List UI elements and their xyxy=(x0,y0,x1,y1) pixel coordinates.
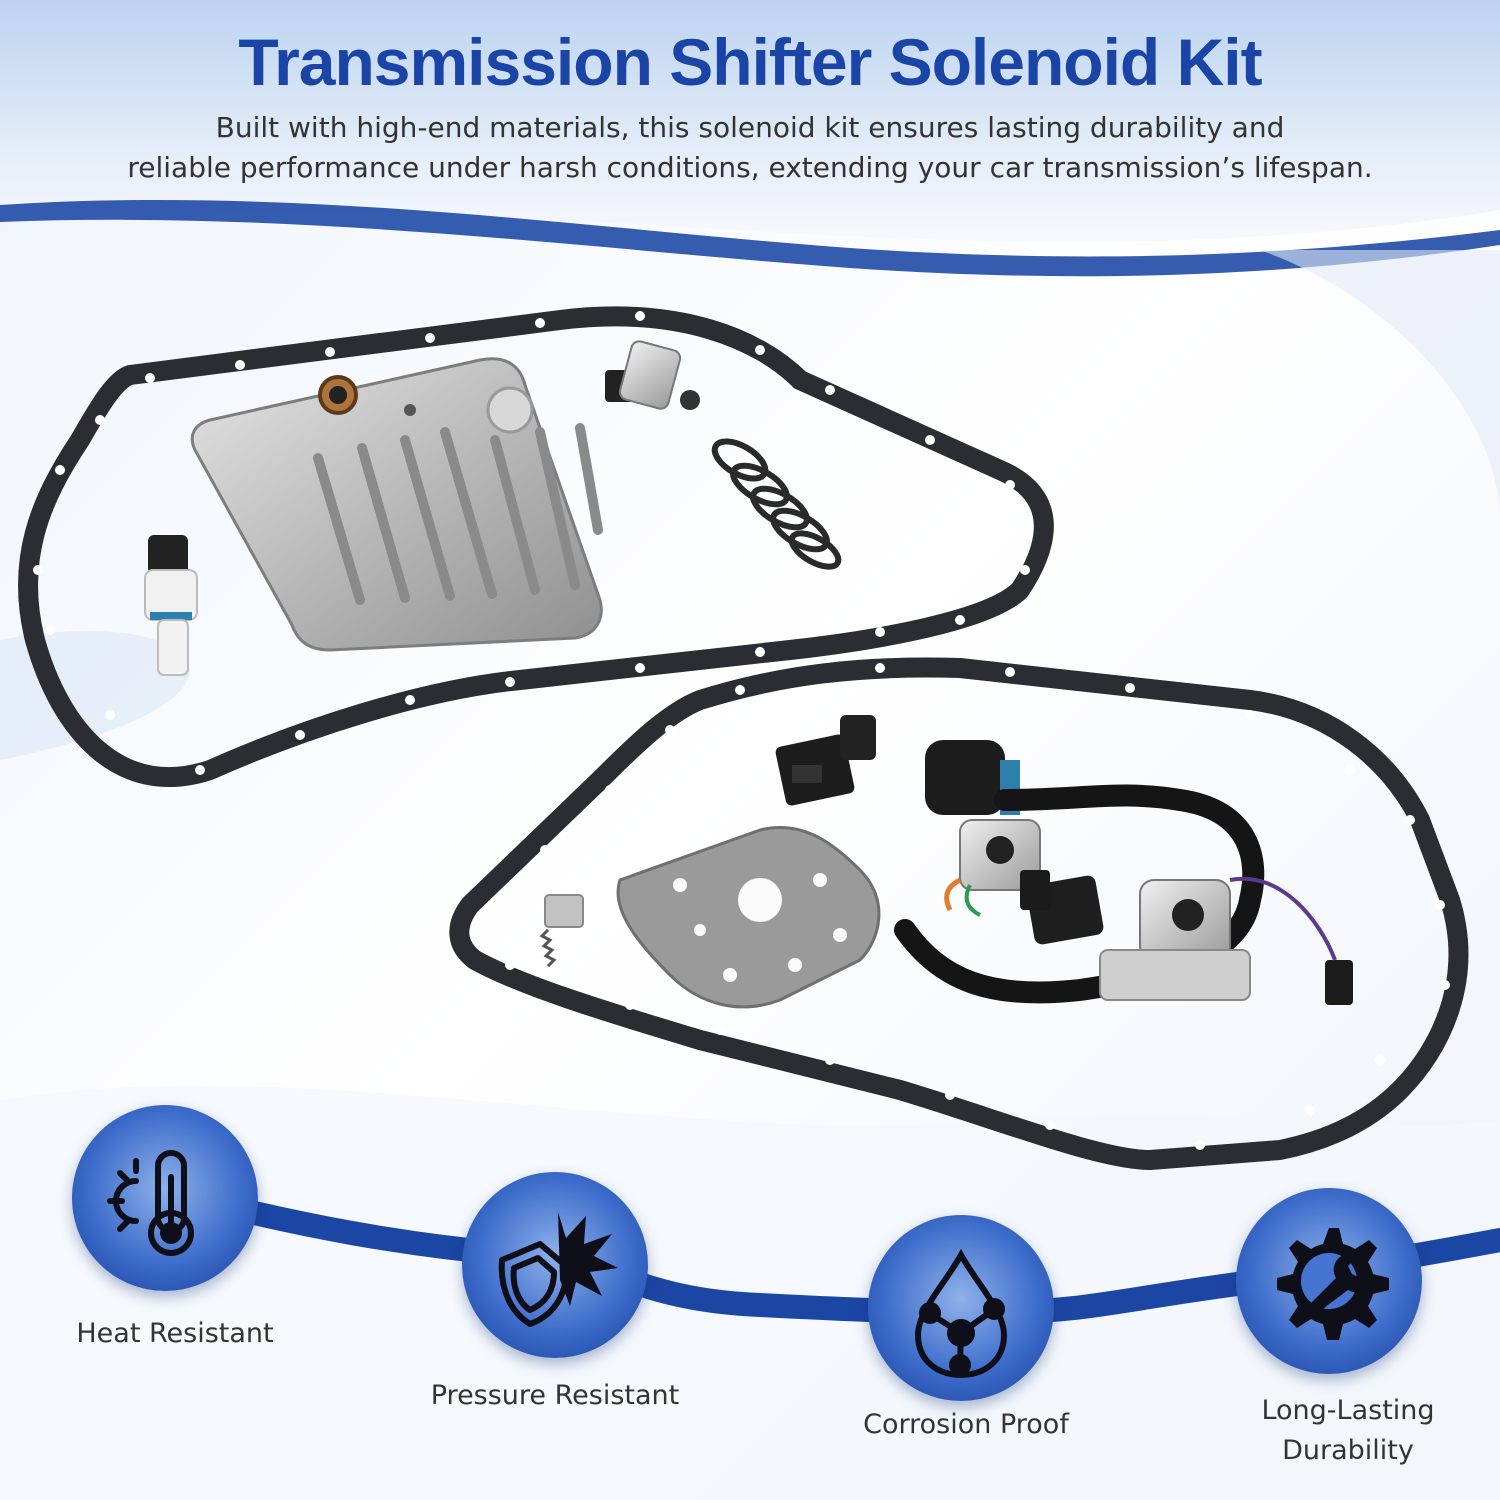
feature-label: Corrosion Proof xyxy=(863,1409,1069,1440)
feature-circle xyxy=(72,1105,258,1291)
speed-sensor xyxy=(144,535,198,676)
feature-label: Pressure Resistant xyxy=(430,1380,680,1411)
subtitle-line-1: Built with high-end materials, this sole… xyxy=(215,111,1285,144)
page-subtitle: Built with high-end materials, this sole… xyxy=(40,108,1460,188)
feature-circle xyxy=(1236,1188,1422,1374)
thermometer-sun-icon xyxy=(107,1150,194,1256)
transmission-filter xyxy=(190,357,603,652)
clip-and-spring xyxy=(539,894,584,968)
feature-circle xyxy=(868,1215,1054,1401)
feature-circle xyxy=(462,1172,648,1358)
harness-connector xyxy=(775,715,876,806)
upper-pan-gasket xyxy=(18,306,1054,787)
feature-label-line-2: Durability xyxy=(1282,1435,1414,1466)
feature-label: Heat Resistant xyxy=(76,1318,274,1349)
feature-label-line-1: Long-Lasting xyxy=(1261,1395,1435,1426)
solenoid-harness-assembly xyxy=(894,740,1353,1005)
lower-pan-gasket xyxy=(449,657,1469,1170)
droplet-molecule-icon xyxy=(914,1248,1008,1379)
separator-plate xyxy=(616,825,881,1009)
pressure-solenoid xyxy=(605,340,700,410)
gear-wrench-icon xyxy=(1277,1228,1389,1340)
spring xyxy=(711,438,842,570)
shield-impact-icon xyxy=(498,1212,618,1327)
page-title: Transmission Shifter Solenoid Kit xyxy=(238,25,1262,99)
subtitle-line-2: reliable performance under harsh conditi… xyxy=(127,151,1373,184)
